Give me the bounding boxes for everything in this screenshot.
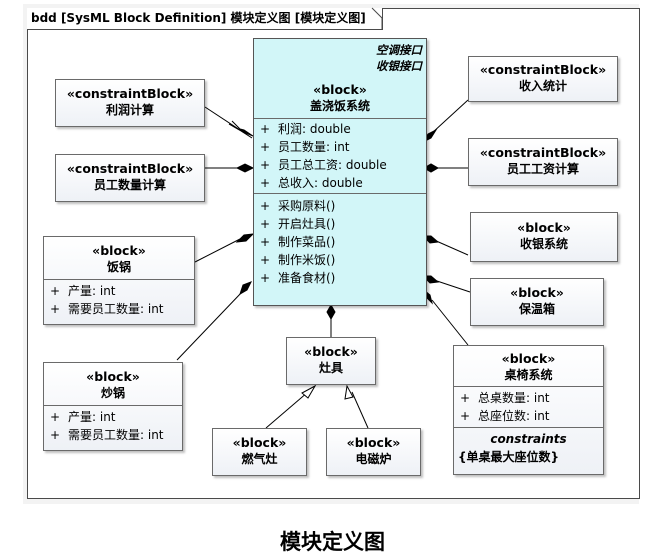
op-row: +采购原料() [260, 199, 336, 213]
block-rice-pot[interactable]: «block» 饭锅 +产量: int +需要员工数量: int [43, 236, 195, 325]
link-tables [431, 299, 469, 346]
main-block-stereotype: «block» [313, 82, 367, 97]
block-stereotype: «constraintBlock» [479, 145, 607, 160]
main-block-name: 盖浇饭系统 [309, 99, 370, 113]
block-stereotype: «block» [346, 435, 401, 450]
attributes-compartment: +利润: double +员工数量: int +员工总工资: double +总… [254, 118, 426, 193]
gen-arrow-right [344, 384, 354, 400]
diamond-profit-2 [231, 120, 254, 137]
block-stereotype: «block» [86, 369, 140, 384]
link-wok [176, 291, 243, 361]
block-stove[interactable]: «block» 灶具 [286, 337, 376, 385]
block-name: 保温箱 [518, 302, 555, 316]
attributes-compartment: +产量: int +需要员工数量: int [44, 279, 194, 320]
link-profit [204, 106, 241, 131]
constraint-block-staff-count[interactable]: «constraintBlock» 员工数量计算 [55, 154, 205, 202]
diamond-wage [422, 163, 440, 173]
constraint-row: {单桌最大座位数} [458, 450, 560, 464]
constraint-block-income[interactable]: «constraintBlock» 收入统计 [468, 56, 618, 102]
diamond-wok [239, 281, 253, 296]
attr-row: +员工数量: int [260, 140, 350, 154]
attr-row: +产量: int [50, 410, 116, 424]
op-row: +制作菜品() [260, 235, 336, 249]
attr-row: +总座位数: int [460, 409, 550, 423]
constraint-block-wage[interactable]: «constraintBlock» 员工工资计算 [468, 138, 618, 186]
block-name: 收入统计 [518, 79, 567, 93]
op-row: +制作米饭() [260, 253, 336, 267]
block-cashier[interactable]: «block» 收银系统 [470, 212, 618, 262]
op-row: +准备食材() [260, 271, 336, 285]
attr-row: +总收入: double [260, 176, 363, 190]
diamond-staff-count [235, 163, 255, 173]
block-stereotype: «constraintBlock» [479, 62, 607, 77]
block-warmer[interactable]: «block» 保温箱 [470, 278, 604, 326]
block-name: 电磁炉 [355, 452, 392, 466]
interface-ac: 空调接口 [376, 43, 422, 57]
diamond-profit [228, 123, 253, 139]
diagram-caption: 模块定义图 [280, 530, 385, 554]
diamond-stove [326, 303, 336, 321]
block-induction[interactable]: «block» 电磁炉 [326, 428, 421, 476]
operations-compartment: +采购原料() +开启灶具() +制作菜品() +制作米饭() +准备食材() [254, 193, 426, 290]
gen-gas [265, 391, 309, 429]
block-wok[interactable]: «block» 炒锅 +产量: int +需要员工数量: int [43, 362, 183, 451]
block-stereotype: «block» [501, 351, 556, 366]
interface-cashier: 收银接口 [376, 59, 422, 73]
block-name: 桌椅系统 [504, 368, 553, 382]
link-cashier [433, 239, 469, 256]
block-name: 员工数量计算 [93, 178, 166, 192]
constraints-compartment: constraints {单桌最大座位数} [454, 427, 603, 468]
block-stereotype: «block» [92, 243, 146, 258]
attr-row: +员工总工资: double [260, 158, 387, 172]
link-rice-pot [194, 238, 241, 263]
gen-induction [351, 391, 369, 429]
main-block[interactable]: 空调接口 收银接口 «block» 盖浇饭系统 +利润: double +员工数… [253, 38, 427, 306]
block-name: 灶具 [318, 361, 343, 375]
block-name: 饭锅 [106, 260, 131, 274]
block-stereotype: «block» [304, 344, 358, 359]
block-name: 收银系统 [519, 237, 568, 251]
frame-tab-notch [371, 7, 383, 29]
block-stereotype: «block» [232, 435, 287, 450]
op-row: +开启灶具() [260, 217, 336, 231]
attr-row: +需要员工数量: int [50, 302, 164, 316]
link-warmer [433, 279, 471, 293]
attr-row: +总桌数量: int [460, 391, 550, 405]
block-name: 炒锅 [100, 386, 125, 400]
constraint-block-profit[interactable]: «constraintBlock» 利润计算 [55, 79, 205, 127]
block-stereotype: «block» [510, 285, 564, 300]
block-name: 利润计算 [105, 103, 154, 117]
block-name: 员工工资计算 [506, 162, 579, 176]
attributes-compartment: +产量: int +需要员工数量: int [44, 405, 182, 446]
diamond-rice-pot [235, 233, 255, 243]
constraints-title: constraints [490, 432, 567, 446]
link-income [431, 99, 469, 134]
block-tables[interactable]: «block» 桌椅系统 +总桌数量: int +总座位数: int const… [453, 345, 604, 475]
attr-row: +需要员工数量: int [50, 428, 164, 442]
interface-list: 空调接口 收银接口 [254, 39, 426, 74]
block-stereotype: «constraintBlock» [66, 86, 194, 101]
block-name: 燃气灶 [241, 452, 278, 466]
block-gas-stove[interactable]: «block» 燃气灶 [212, 428, 307, 476]
frame-title: bdd [SysML Block Definition] 模块定义图 [模块定义… [27, 8, 383, 30]
gen-arrow-left [301, 384, 317, 399]
attributes-compartment: +总桌数量: int +总座位数: int [454, 386, 603, 427]
block-stereotype: «block» [517, 220, 571, 235]
block-stereotype: «constraintBlock» [66, 161, 194, 176]
attr-row: +产量: int [50, 284, 116, 298]
attr-row: +利润: double [260, 122, 351, 136]
